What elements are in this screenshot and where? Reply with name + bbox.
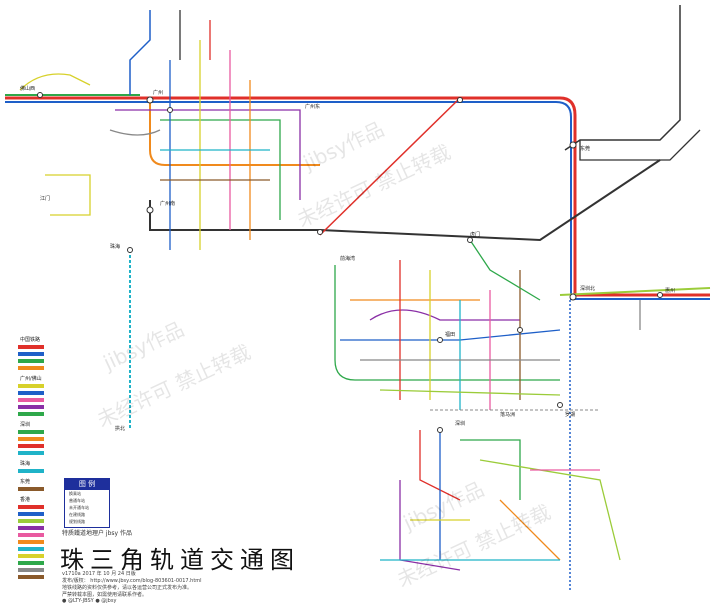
weibo-handle[interactable]: @jbsy bbox=[101, 598, 117, 604]
line-chip bbox=[18, 384, 44, 388]
line-chip bbox=[18, 398, 44, 402]
station-guangzhou-east: 广州东 bbox=[305, 103, 320, 110]
line-chip bbox=[18, 352, 44, 356]
line-chip bbox=[18, 405, 44, 409]
station-dongguan: 东莞 bbox=[580, 145, 590, 152]
legend-row: 普通车站 bbox=[69, 498, 85, 503]
region-shenzhen: 深圳 bbox=[20, 422, 31, 428]
line-chip bbox=[18, 430, 44, 434]
station-guangzhou: 广州 bbox=[153, 89, 163, 96]
line-chip bbox=[18, 533, 44, 537]
line-chip bbox=[18, 561, 44, 565]
source-url: 发布/版权： http://www.jbsy.com/blog-803601-0… bbox=[62, 577, 202, 584]
line-chip bbox=[18, 412, 44, 416]
legend-row: 未开通车站 bbox=[69, 505, 89, 510]
line-guangzhou-shenzhen-red bbox=[5, 96, 710, 297]
station-gongbei: 拱北 bbox=[115, 425, 125, 432]
line-chip bbox=[18, 437, 44, 441]
legend-row: 规划线路 bbox=[69, 519, 85, 524]
region-china-rail: 中国铁路 bbox=[20, 337, 41, 343]
station-shenzhen: 深圳 bbox=[455, 420, 465, 427]
weibo-icon: ● bbox=[62, 598, 67, 604]
station-foshan: 佛山西 bbox=[20, 85, 35, 92]
version-number: v1710a bbox=[62, 571, 81, 577]
station-huizhou: 惠州 bbox=[665, 287, 675, 294]
region-hongkong: 香港 bbox=[20, 497, 31, 503]
interchange-stations bbox=[37, 92, 663, 433]
line-chip bbox=[18, 547, 44, 551]
url-link[interactable]: http://www.jbsy.com/blog-803601-0017.htm… bbox=[90, 578, 202, 584]
legend-row: 换乘站 bbox=[69, 491, 81, 496]
line-chip bbox=[18, 554, 44, 558]
line-chip bbox=[18, 512, 44, 516]
notice-1: 地铁线路的资料仅供参考，请以各运营公司正式发布为准。 bbox=[62, 585, 193, 591]
line-east-lime bbox=[559, 287, 711, 296]
guangzhou-metro bbox=[19, 10, 301, 250]
weibo-handles: ● @LTY-JBSY ● @jbsy bbox=[62, 598, 116, 604]
line-gz-sz-dark bbox=[149, 159, 661, 242]
line-top-dark bbox=[129, 10, 151, 95]
version: v1710a 2017 年 10 月 24 日版 bbox=[62, 570, 136, 577]
line-guangshen-orange bbox=[149, 102, 320, 166]
station-zhuhai: 珠海 bbox=[110, 243, 120, 250]
legend-row: 在建线路 bbox=[69, 512, 85, 517]
east-branch bbox=[579, 129, 701, 330]
station-jiangmen: 江门 bbox=[40, 195, 50, 202]
version-date: 2017 年 10 月 24 日版 bbox=[82, 571, 136, 577]
weibo-icon: ● bbox=[95, 598, 100, 604]
line-chip bbox=[18, 366, 44, 370]
region-dongguan: 东莞 bbox=[20, 479, 31, 485]
region-guangzhou: 广州/佛山 bbox=[20, 376, 42, 382]
weibo-handle-2[interactable]: @LTY-JBSY bbox=[67, 598, 94, 604]
map-title: 珠三角轨道交通图 bbox=[60, 546, 300, 574]
station-futian: 福田 bbox=[445, 331, 455, 338]
line-chip bbox=[18, 487, 44, 491]
station-lok-ma-chau: 落马洲 bbox=[500, 411, 515, 418]
region-zhuhai: 珠海 bbox=[20, 461, 31, 467]
line-chip bbox=[18, 575, 44, 579]
line-chip bbox=[18, 345, 44, 349]
line-chip bbox=[18, 444, 44, 448]
line-chip bbox=[18, 469, 44, 473]
station-humen: 虎门 bbox=[470, 231, 480, 238]
line-top-right-dark bbox=[564, 5, 681, 151]
line-chip bbox=[18, 451, 44, 455]
url-label: 发布/版权： bbox=[62, 578, 89, 584]
line-chip bbox=[18, 568, 44, 572]
shenzhen-metro bbox=[334, 239, 561, 410]
map-legend: 图 例 换乘站 普通车站 未开通车站 在建线路 规划线路 bbox=[64, 478, 110, 528]
station-labels: 广州 广州南 广州东 深圳北 福田 东莞 佛山西 珠海 江门 惠州 虎门 罗湖 … bbox=[20, 85, 675, 432]
line-diagonal-red bbox=[319, 97, 461, 236]
station-qianhai: 前海湾 bbox=[340, 255, 355, 262]
hongkong-metro bbox=[380, 430, 621, 571]
line-chip bbox=[18, 359, 44, 363]
station-guangzhou-south: 广州南 bbox=[160, 200, 175, 207]
notice-2: 严禁转载本图，如需使用请联系作者。 bbox=[62, 592, 148, 598]
station-shenzhen-north: 深圳北 bbox=[580, 285, 595, 292]
line-guangzhou-shenzhen-blue bbox=[5, 101, 710, 300]
line-chip bbox=[18, 526, 44, 530]
line-chip bbox=[18, 540, 44, 544]
legend-title: 图 例 bbox=[65, 479, 109, 490]
line-chip bbox=[18, 391, 44, 395]
station-luohu: 罗湖 bbox=[565, 411, 575, 418]
line-chip bbox=[18, 519, 44, 523]
line-chip bbox=[18, 505, 44, 509]
author-credit: 特质鐵道地理户 jbsy 作品 bbox=[62, 530, 132, 537]
